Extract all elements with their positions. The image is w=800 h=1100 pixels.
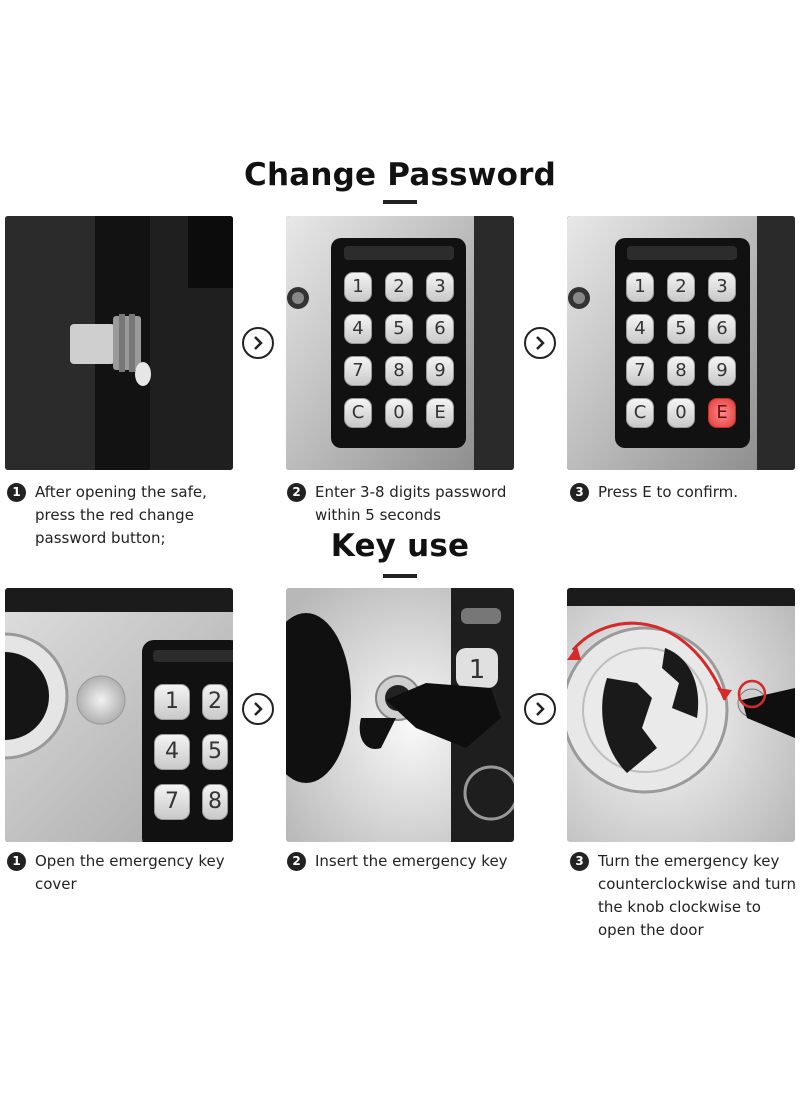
keypad-key-4: 4 bbox=[154, 734, 190, 770]
keypad-key-e: E bbox=[426, 398, 454, 428]
step-number: 1 bbox=[7, 483, 26, 502]
section-title-key-use: Key use bbox=[330, 528, 470, 564]
keypad-key-9: 9 bbox=[708, 356, 736, 386]
step-text: Insert the emergency key bbox=[315, 852, 508, 870]
keypad-key-2: 2 bbox=[667, 272, 695, 302]
title-underline bbox=[383, 574, 417, 578]
step-text: Press E to confirm. bbox=[598, 483, 738, 501]
keypad-key-e: E bbox=[708, 398, 736, 428]
title-underline bbox=[383, 200, 417, 204]
keypad-key-c: C bbox=[626, 398, 654, 428]
keypad-key-1: 1 bbox=[626, 272, 654, 302]
keypad-key-8: 8 bbox=[202, 784, 228, 820]
photo-emergency-key-cover bbox=[5, 588, 233, 842]
next-arrow-icon bbox=[524, 693, 556, 725]
keypad-key-8: 8 bbox=[667, 356, 695, 386]
step-number: 3 bbox=[570, 852, 589, 871]
keypad-key-7: 7 bbox=[344, 356, 372, 386]
keypad-key-2: 2 bbox=[385, 272, 413, 302]
photo-change-password-button bbox=[5, 216, 233, 470]
section-title-change-password: Change Password bbox=[244, 157, 556, 193]
svg-text:1: 1 bbox=[469, 655, 486, 685]
keypad-key-6: 6 bbox=[708, 314, 736, 344]
keypad-key-4: 4 bbox=[626, 314, 654, 344]
step-number: 1 bbox=[7, 852, 26, 871]
keypad-key-7: 7 bbox=[626, 356, 654, 386]
next-arrow-icon bbox=[242, 693, 274, 725]
keypad-key-2: 2 bbox=[202, 684, 228, 720]
step-number: 2 bbox=[287, 483, 306, 502]
keypad-key-c: C bbox=[344, 398, 372, 428]
next-arrow-icon bbox=[242, 327, 274, 359]
step-text: Open the emergency key cover bbox=[35, 852, 225, 893]
step-text: Enter 3-8 digits password within 5 secon… bbox=[315, 483, 507, 524]
keypad-key-6: 6 bbox=[426, 314, 454, 344]
keypad-key-3: 3 bbox=[708, 272, 736, 302]
step-text: Turn the emergency key counterclockwise … bbox=[598, 852, 796, 939]
photo-insert-emergency-key: 1 bbox=[286, 588, 514, 842]
keypad-key-8: 8 bbox=[385, 356, 413, 386]
step-number: 2 bbox=[287, 852, 306, 871]
photo-turn-key-and-knob bbox=[567, 588, 795, 842]
keypad-key-5: 5 bbox=[385, 314, 413, 344]
step-text: After opening the safe, press the red ch… bbox=[35, 483, 207, 547]
keypad-key-1: 1 bbox=[154, 684, 190, 720]
keypad-key-5: 5 bbox=[202, 734, 228, 770]
keypad-key-0: 0 bbox=[667, 398, 695, 428]
keypad-key-3: 3 bbox=[426, 272, 454, 302]
next-arrow-icon bbox=[524, 327, 556, 359]
keypad-key-1: 1 bbox=[344, 272, 372, 302]
keypad-key-5: 5 bbox=[667, 314, 695, 344]
keypad-key-7: 7 bbox=[154, 784, 190, 820]
keypad-key-4: 4 bbox=[344, 314, 372, 344]
keypad-key-0: 0 bbox=[385, 398, 413, 428]
keypad-key-9: 9 bbox=[426, 356, 454, 386]
step-number: 3 bbox=[570, 483, 589, 502]
